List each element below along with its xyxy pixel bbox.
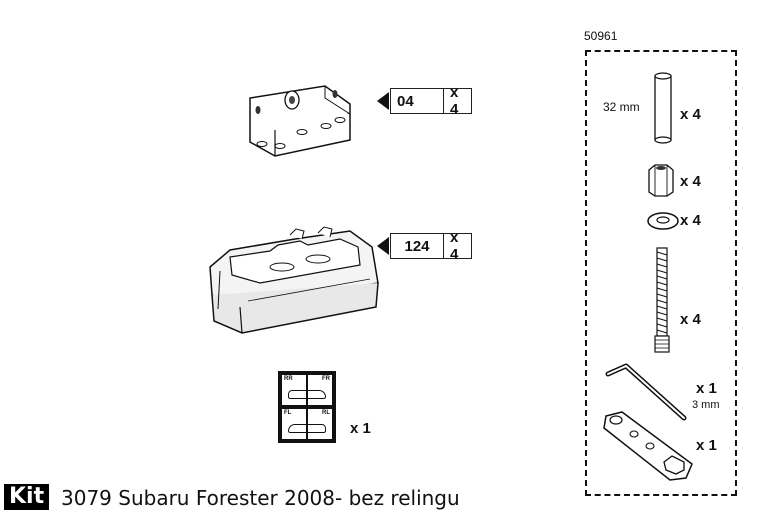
car-icon bbox=[288, 390, 326, 399]
sticker-sheet: RR FR FL RL bbox=[278, 371, 336, 443]
foot-qty: x 4 bbox=[450, 229, 459, 263]
kit-title: 3079 Subaru Forester 2008- bez relingu bbox=[61, 486, 460, 510]
foot-code-box: 124 x 4 bbox=[390, 229, 472, 263]
spacer-illustration bbox=[654, 72, 672, 144]
wrench-illustration bbox=[603, 411, 693, 481]
bracket-code: 04 bbox=[391, 89, 444, 113]
washer-illustration bbox=[647, 212, 679, 230]
hex-key-illustration bbox=[605, 363, 687, 421]
kit-contents-box bbox=[585, 50, 737, 496]
bracket-qty: x 4 bbox=[450, 84, 459, 118]
hex-key-size: 3 mm bbox=[692, 399, 720, 411]
sticker-label-rl: RL bbox=[322, 410, 330, 416]
car-icon bbox=[288, 424, 326, 433]
nut-illustration bbox=[648, 164, 674, 197]
hex-key-qty: x 1 bbox=[696, 380, 717, 397]
sticker-label-fl: FL bbox=[284, 410, 292, 416]
spacer-qty: x 4 bbox=[680, 106, 701, 123]
wrench-qty: x 1 bbox=[696, 437, 717, 454]
bolt-illustration bbox=[654, 247, 670, 353]
pointer-arrow-icon bbox=[377, 237, 389, 255]
bracket-code-box: 04 x 4 bbox=[390, 84, 472, 118]
sticker-top-panel: RR FR bbox=[282, 375, 332, 405]
sticker-label-rr: RR bbox=[284, 376, 293, 382]
bolt-qty: x 4 bbox=[680, 311, 701, 328]
sticker-qty: x 1 bbox=[350, 420, 371, 437]
foot-code: 124 bbox=[391, 234, 444, 258]
spacer-length: 32 mm bbox=[603, 100, 640, 114]
foot-illustration bbox=[209, 226, 379, 334]
pointer-arrow-icon bbox=[377, 92, 389, 110]
sticker-bottom-panel: FL RL bbox=[282, 409, 332, 439]
bracket-illustration bbox=[249, 85, 351, 157]
kit-number: 50961 bbox=[584, 29, 618, 43]
sticker-label-fr: FR bbox=[322, 376, 330, 382]
nut-qty: x 4 bbox=[680, 173, 701, 190]
kit-badge: Kit bbox=[4, 484, 50, 510]
washer-qty: x 4 bbox=[680, 212, 701, 229]
